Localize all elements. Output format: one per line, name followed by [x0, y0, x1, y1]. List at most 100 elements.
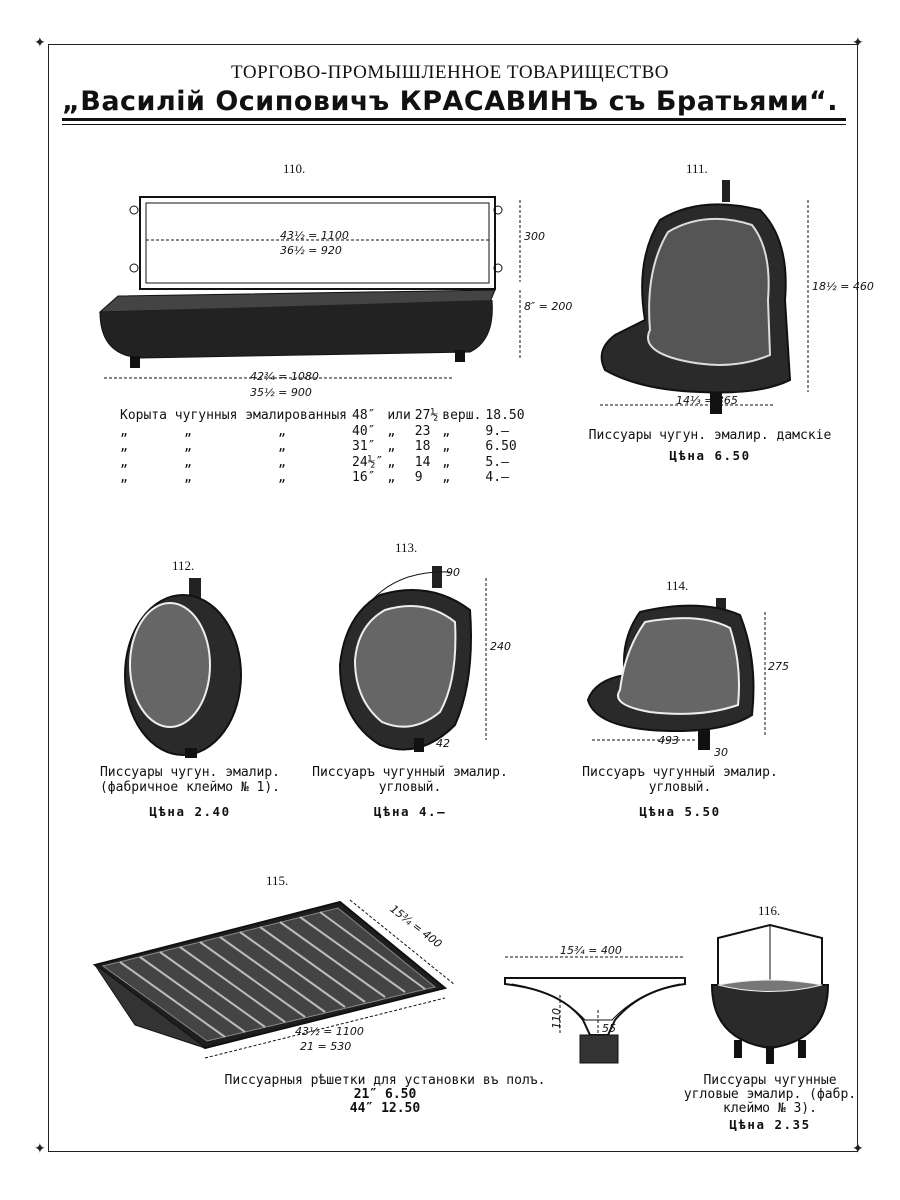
item-111-caption: Писсуары чугун. эмалир. дамскіе	[588, 428, 832, 443]
table-cell: „	[387, 454, 396, 470]
item-114-caption-line2: угловый.	[648, 780, 712, 795]
dim-label: 35½ = 900	[250, 386, 312, 399]
dim-label: 18½ = 460	[812, 280, 874, 293]
dim-label: 36½ = 920	[280, 244, 342, 257]
table-cell: „	[120, 454, 128, 470]
table-cell: или	[387, 408, 411, 423]
dim-label: 43½ = 1100	[280, 229, 349, 242]
table-cell: „	[184, 454, 192, 470]
dim-label: 275	[768, 660, 789, 673]
item-112-number: 112.	[172, 558, 195, 573]
header-rule-thin	[62, 124, 846, 125]
table-row: Корыта чугунныя эмалированныя 48″ или 27…	[118, 408, 527, 424]
table-row: „ „ „ 40″ „ 23 „ 9.—	[118, 424, 527, 440]
table-cell: Корыта чугунныя эмалированныя	[120, 408, 347, 423]
item-113-number: 113.	[395, 540, 418, 555]
table-cell: „	[278, 454, 286, 470]
item-111-number: 111.	[686, 161, 708, 176]
item-112-price: Цѣна 2.40	[149, 804, 231, 819]
table-cell: „	[120, 470, 128, 485]
item-114-caption-line1: Писсуаръ чугунный эмалир.	[582, 765, 778, 780]
item-112-caption-line2: (фабричное клеймо № 1).	[99, 780, 280, 795]
table-cell: „	[442, 470, 451, 485]
dim-label: 240	[490, 640, 511, 653]
table-cell: 5.—	[485, 454, 509, 470]
table-cell: 9.—	[485, 423, 509, 439]
table-cell: 6.50	[485, 439, 517, 454]
table-cell: 9	[414, 470, 423, 485]
table-cell: „	[387, 423, 396, 439]
dim-label: 42	[436, 737, 450, 750]
dim-label: 43½ = 1100	[295, 1025, 364, 1038]
table-cell: „	[278, 439, 286, 454]
table-cell: 48″	[352, 408, 376, 423]
item-112-caption-line1: Писсуары чугун. эмалир.	[99, 765, 280, 780]
corner-ornament: ✦	[852, 36, 864, 51]
table-cell: 24½″	[352, 454, 384, 470]
table-row: „ „ „ 24½″ „ 14 „ 5.—	[118, 455, 527, 471]
table-cell: 40″	[352, 423, 376, 439]
table-cell: 4.—	[485, 470, 509, 485]
item-114-number: 114.	[666, 578, 689, 593]
header-rule	[62, 118, 846, 121]
item-110-number: 110.	[283, 161, 306, 176]
company-type-heading: ТОРГОВО-ПРОМЫШЛЕННОЕ ТОВАРИЩЕСТВО	[231, 62, 669, 83]
table-cell: „	[442, 439, 451, 454]
item-115-caption: Писсуарныя рѣшетки для установки въ полъ…	[224, 1073, 546, 1088]
item-116-price: Цѣна 2.35	[729, 1117, 811, 1132]
table-cell: „	[387, 470, 396, 485]
table-cell: 14	[414, 454, 431, 470]
table-cell: 16″	[352, 470, 376, 485]
item-116-caption-line1: Писсуары чугунные	[703, 1073, 837, 1088]
table-cell: „	[278, 423, 286, 439]
dim-label: 8″ = 200	[524, 300, 573, 313]
dim-label: 21 = 530	[300, 1040, 352, 1053]
corner-ornament: ✦	[34, 36, 46, 51]
dim-label: 14⅓ = 365	[676, 394, 738, 407]
item-115-price-row: 21″ 6.50	[353, 1087, 417, 1102]
table-cell: „	[120, 423, 128, 439]
table-cell: „	[442, 423, 451, 439]
item-114-price: Цѣна 5.50	[639, 804, 721, 819]
table-cell: 18	[414, 439, 431, 454]
item-116-caption-line2: угловые эмалир. (фабр.	[683, 1087, 857, 1102]
item-115-number: 115.	[266, 873, 289, 888]
dim-label: 493	[658, 734, 679, 747]
table-cell: 23	[414, 423, 431, 439]
table-cell: „	[120, 439, 128, 454]
dim-label: 300	[524, 230, 545, 243]
table-cell: „	[184, 423, 192, 439]
item-113-price: Цѣна 4.—	[373, 804, 447, 819]
corner-ornament: ✦	[852, 1142, 864, 1157]
table-cell: „	[184, 470, 192, 485]
table-cell: верш.	[442, 408, 482, 423]
table-cell: „	[387, 439, 396, 454]
dim-label: 15¾ = 400	[560, 944, 622, 957]
table-row: „ „ „ 16″ „ 9 „ 4.—	[118, 470, 527, 486]
table-cell: „	[442, 454, 451, 470]
dim-label: 90	[446, 566, 460, 579]
item-113-caption-line2: угловый.	[378, 780, 442, 795]
company-name-heading: „Василій Осиповичъ КРАСАВИНЪ съ Братьями…	[62, 86, 838, 117]
table-cell: 31″	[352, 439, 376, 454]
item-111-price: Цѣна 6.50	[669, 448, 751, 463]
table-cell: 27½	[414, 408, 439, 423]
item-116-caption-line3: клеймо № 3).	[723, 1101, 817, 1116]
corner-ornament: ✦	[34, 1142, 46, 1157]
dim-label: 55	[602, 1022, 616, 1035]
table-cell: „	[184, 439, 192, 454]
item-113-caption-line1: Писсуаръ чугунный эмалир.	[312, 765, 508, 780]
table-cell: 18.50	[485, 408, 525, 423]
item-116-number: 116.	[758, 903, 781, 918]
dim-label: 30	[714, 746, 728, 759]
item-115-price-row: 44″ 12.50	[349, 1101, 421, 1116]
dim-label: 42¾ = 1080	[250, 370, 319, 383]
table-row: „ „ „ 31″ „ 18 „ 6.50	[118, 439, 527, 455]
